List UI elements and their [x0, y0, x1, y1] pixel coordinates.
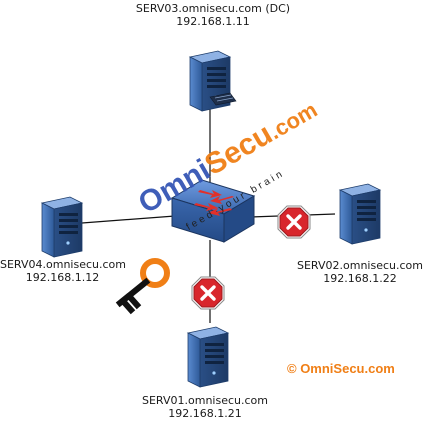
serv01-hostname: SERV01.omnisecu.com [142, 394, 268, 407]
blocked-icon [190, 275, 226, 311]
copyright-notice: © OmniSecu.com [287, 361, 395, 376]
server-icon [187, 326, 229, 388]
serv01-ip: 192.168.1.21 [168, 407, 242, 420]
blocked-icon [276, 204, 312, 240]
serv01-label: SERV01.omnisecu.com 192.168.1.21 [125, 394, 285, 420]
serv04-ip: 192.168.1.12 [25, 271, 100, 284]
serv02-hostname: SERV02.omnisecu.com [297, 259, 423, 272]
serv03-ip: 192.168.1.11 [176, 15, 250, 28]
server-icon [189, 50, 237, 112]
serv04-hostname: SERV04.omnisecu.com [0, 258, 126, 271]
key-icon [115, 258, 170, 315]
link-serv04 [81, 215, 176, 224]
serv02-ip: 192.168.1.22 [323, 272, 397, 285]
serv03-label: SERV03.omnisecu.com (DC) 192.168.1.11 [113, 2, 313, 28]
serv04-label: SERV04.omnisecu.com 192.168.1.12 [0, 258, 126, 284]
switch-icon [170, 179, 256, 243]
serv03-hostname: SERV03.omnisecu.com (DC) [135, 2, 291, 15]
serv02-label: SERV02.omnisecu.com 192.168.1.22 [294, 259, 426, 285]
server-icon [339, 183, 381, 245]
server-icon [41, 196, 83, 258]
